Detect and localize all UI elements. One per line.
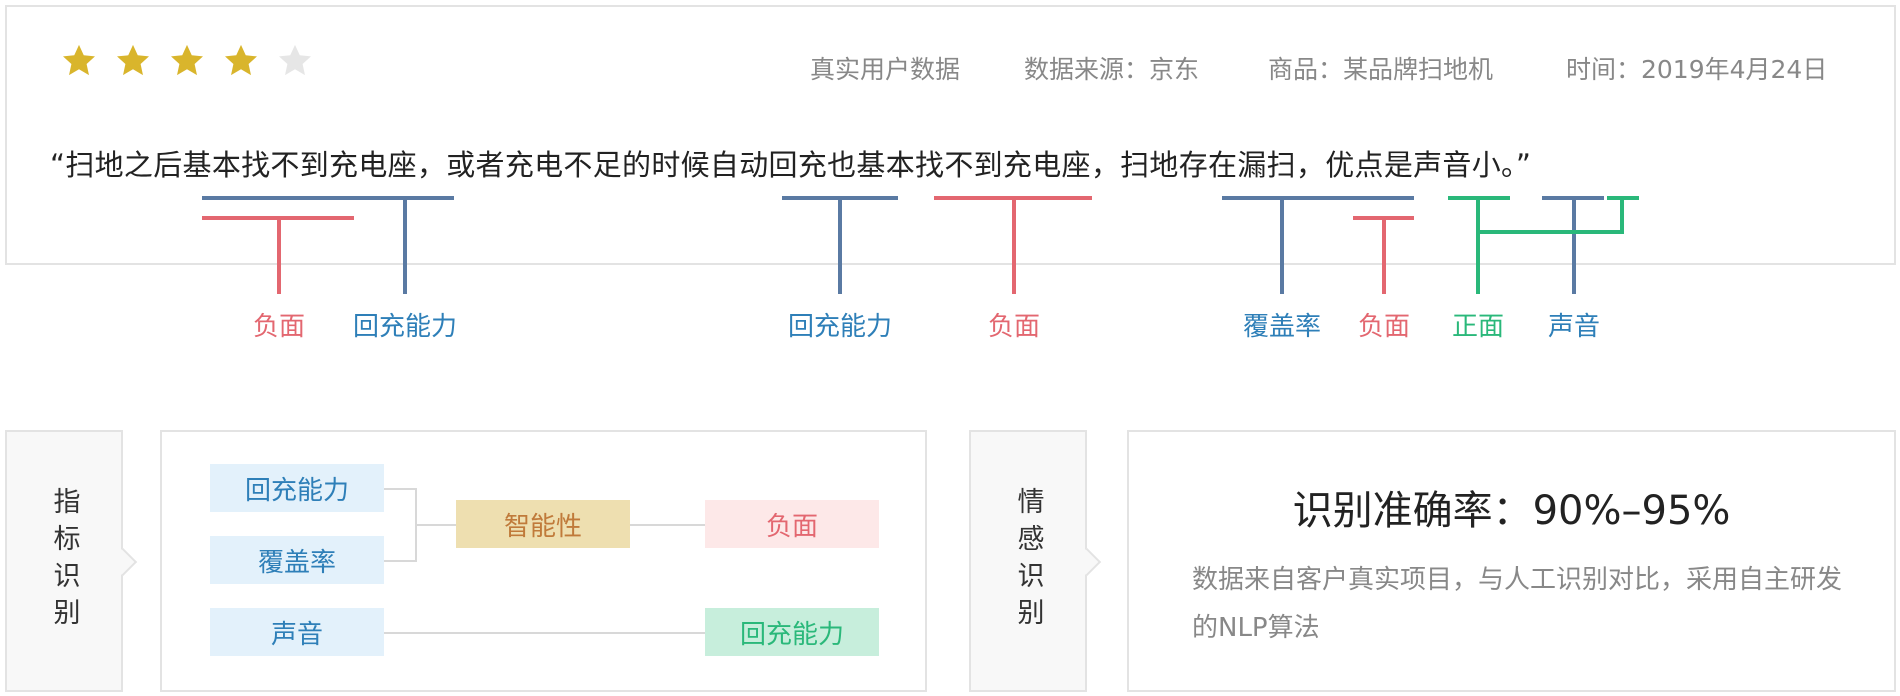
meta-real-data: 真实用户数据 bbox=[810, 55, 961, 84]
accuracy-description: 数据来自客户真实项目，与人工识别对比，采用自主研发的NLP算法 bbox=[1192, 565, 1843, 643]
review-panel bbox=[5, 5, 1896, 265]
tag-negative: 负面 bbox=[252, 312, 306, 342]
bracket-stem bbox=[1382, 216, 1386, 294]
tag-negative: 负面 bbox=[987, 312, 1041, 342]
star-filled-icon bbox=[225, 44, 257, 76]
sentiment-side-text: 情感识别 bbox=[1012, 487, 1044, 635]
star-filled-icon bbox=[63, 44, 95, 76]
star-filled-icon bbox=[117, 44, 149, 76]
meta-time: 时间：2019年4月24日 bbox=[1566, 55, 1828, 84]
sentiment-side-label: 情感识别 bbox=[969, 430, 1087, 692]
star-filled-icon bbox=[171, 44, 203, 76]
bracket-line bbox=[202, 196, 454, 200]
sentiment-panel bbox=[1127, 430, 1896, 692]
tag-negative: 负面 bbox=[1357, 312, 1411, 342]
indicator-side-label: 指标识别 bbox=[5, 430, 123, 692]
meta-source: 数据来源：京东 bbox=[1024, 55, 1200, 84]
category-box: 智能性 bbox=[456, 500, 630, 548]
connector bbox=[384, 632, 705, 634]
bracket-stem bbox=[1476, 196, 1480, 294]
result-positive-box: 回充能力 bbox=[705, 608, 879, 656]
indicator-side-text: 指标识别 bbox=[48, 487, 80, 635]
bracket-stem bbox=[1572, 196, 1576, 294]
tag-indicator: 覆盖率 bbox=[1242, 312, 1322, 342]
review-quote: “扫地之后基本找不到充电座，或者充电不足的时候自动回充也基本找不到充电座，扫地存… bbox=[50, 148, 1532, 182]
tag-positive: 正面 bbox=[1451, 312, 1505, 342]
indicator-box: 回充能力 bbox=[210, 464, 384, 512]
star-rating bbox=[60, 42, 314, 80]
connector bbox=[384, 560, 416, 562]
bracket-stem bbox=[277, 216, 281, 294]
tag-indicator: 声音 bbox=[1547, 312, 1601, 342]
bracket-line bbox=[1222, 196, 1414, 200]
indicator-box: 声音 bbox=[210, 608, 384, 656]
bracket-stem bbox=[403, 196, 407, 294]
result-negative-box: 负面 bbox=[705, 500, 879, 548]
bracket-stem bbox=[838, 196, 842, 294]
indicator-box: 覆盖率 bbox=[210, 536, 384, 584]
connector bbox=[384, 488, 416, 490]
meta-product: 商品：某品牌扫地机 bbox=[1268, 55, 1494, 84]
tag-indicator: 回充能力 bbox=[352, 312, 458, 342]
accuracy-title: 识别准确率：90%–95% bbox=[1292, 488, 1731, 534]
bracket-stem bbox=[1012, 196, 1016, 294]
star-empty-icon bbox=[279, 44, 311, 76]
connector bbox=[630, 524, 705, 526]
bracket-line bbox=[1476, 230, 1624, 234]
bracket-stem bbox=[1280, 196, 1284, 294]
bracket-stem bbox=[1620, 196, 1624, 232]
connector bbox=[415, 524, 456, 526]
tag-indicator: 回充能力 bbox=[787, 312, 893, 342]
